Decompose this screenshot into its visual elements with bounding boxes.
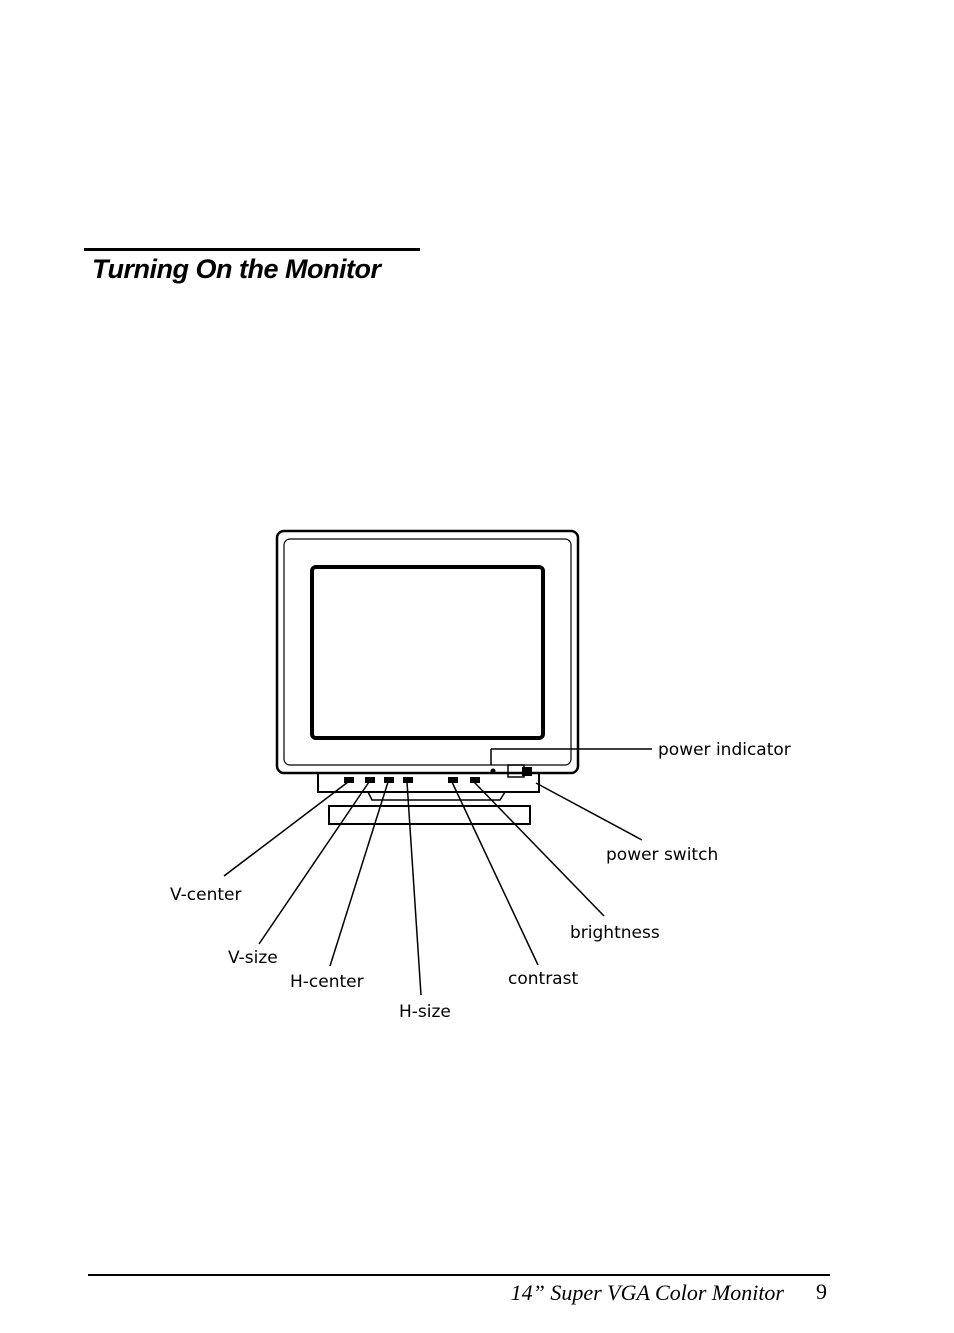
footer-rule: [88, 1274, 830, 1276]
monitor-stand-base: [328, 805, 531, 825]
contrast-label: contrast: [508, 969, 578, 989]
v-size-label: V-size: [228, 948, 278, 968]
contrast-leader: [451, 781, 539, 966]
h-size-label: H-size: [399, 1002, 451, 1022]
power-indicator-label: power indicator: [658, 740, 791, 760]
h-center-label: H-center: [290, 972, 364, 992]
footer-document-title: 14” Super VGA Color Monitor: [510, 1280, 784, 1305]
monitor-stand-neck: [367, 791, 506, 801]
power-switch-leader: [535, 782, 643, 841]
v-center-label: V-center: [170, 885, 241, 905]
v-size-leader: [258, 781, 370, 945]
brightness-leader: [473, 781, 605, 917]
power-switch-button: [507, 764, 525, 778]
control-panel: [317, 772, 540, 793]
section-title: Turning On the Monitor: [92, 254, 381, 284]
h-size-knob: [403, 777, 413, 783]
monitor-bezel: [283, 538, 572, 766]
brightness-label: brightness: [570, 923, 660, 943]
v-size-knob: [365, 777, 375, 783]
contrast-knob: [448, 777, 458, 783]
v-center-knob: [344, 777, 354, 783]
brightness-knob: [470, 777, 480, 783]
monitor-screen: [310, 565, 545, 740]
page-number: 9: [816, 1279, 827, 1304]
h-center-knob: [384, 777, 394, 783]
v-center-leader: [223, 781, 349, 877]
h-size-leader: [406, 781, 422, 996]
heading-rule: [84, 248, 420, 251]
power-switch-label: power switch: [606, 845, 718, 865]
h-center-leader: [329, 781, 389, 967]
